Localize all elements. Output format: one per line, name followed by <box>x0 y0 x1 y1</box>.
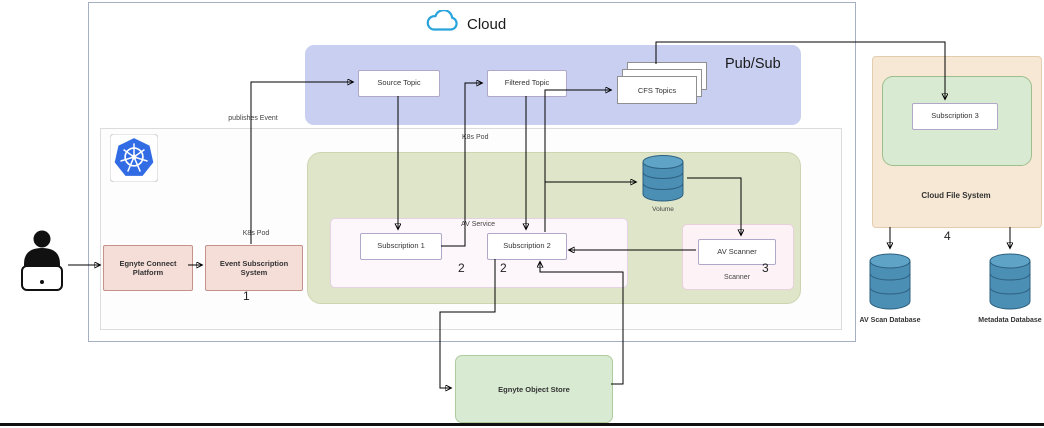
metadata-database-icon <box>988 252 1032 317</box>
step-2-subscription-1: 2 <box>458 261 465 275</box>
window-bottom-edge <box>0 423 1044 426</box>
subscription-2-label: Subscription 2 <box>503 241 551 251</box>
user-person-icon <box>16 226 68 301</box>
egnyte-object-store-label: Egnyte Object Store <box>498 384 570 394</box>
filtered-topic-node: Filtered Topic <box>487 70 567 97</box>
subscription-1-node: Subscription 1 <box>360 233 442 260</box>
scanner-label: Scanner <box>723 274 751 281</box>
volume-cylinder-icon <box>641 154 685 209</box>
k8s-pod-label-left: K8s Pod <box>242 230 270 237</box>
step-2-subscription-2: 2 <box>500 261 507 275</box>
av-scanner-node: AV Scanner <box>698 239 776 265</box>
k8s-pod-label-top: K8s Pod <box>462 134 489 141</box>
egnyte-connect-platform-node: Egnyte Connect Platform <box>103 245 193 291</box>
publishes-event-label: publishes Event <box>218 115 288 122</box>
av-scanner-label: AV Scanner <box>717 246 757 256</box>
cloud-label: Cloud <box>467 15 507 33</box>
cfs-topics-node: CFS Topics <box>617 76 697 104</box>
source-topic-node: Source Topic <box>358 70 440 97</box>
subscription-3-label: Subscription 3 <box>931 111 979 121</box>
cloud-file-system-label: Cloud File System <box>921 191 991 200</box>
subscription-3-node: Subscription 3 <box>912 103 998 130</box>
step-1: 1 <box>243 289 250 303</box>
pubsub-label: Pub/Sub <box>725 56 781 72</box>
cfs-topics-stack: CFS Topics <box>615 62 709 104</box>
step-4: 4 <box>944 229 951 243</box>
cfs-topics-label: CFS Topics <box>637 85 677 95</box>
subscription-2-node: Subscription 2 <box>487 233 567 260</box>
av-scan-database-label: AV Scan Database <box>859 317 921 324</box>
source-topic-label: Source Topic <box>377 78 421 88</box>
egnyte-connect-platform-label: Egnyte Connect Platform <box>119 258 177 277</box>
event-subscription-system-label: Event Subscription System <box>219 258 289 277</box>
av-service-label: AV Service <box>460 221 496 228</box>
event-subscription-system-node: Event Subscription System <box>205 245 303 291</box>
egnyte-object-store-node: Egnyte Object Store <box>455 355 613 423</box>
cloud-header: Cloud <box>424 9 507 38</box>
volume-label: Volume <box>652 206 674 213</box>
metadata-database-label: Metadata Database <box>978 317 1042 324</box>
cloud-icon <box>424 9 460 38</box>
filtered-topic-label: Filtered Topic <box>504 78 550 88</box>
subscription-1-label: Subscription 1 <box>377 241 425 251</box>
step-3: 3 <box>762 261 769 275</box>
kubernetes-icon <box>109 133 159 187</box>
av-scan-database-icon <box>868 252 912 317</box>
